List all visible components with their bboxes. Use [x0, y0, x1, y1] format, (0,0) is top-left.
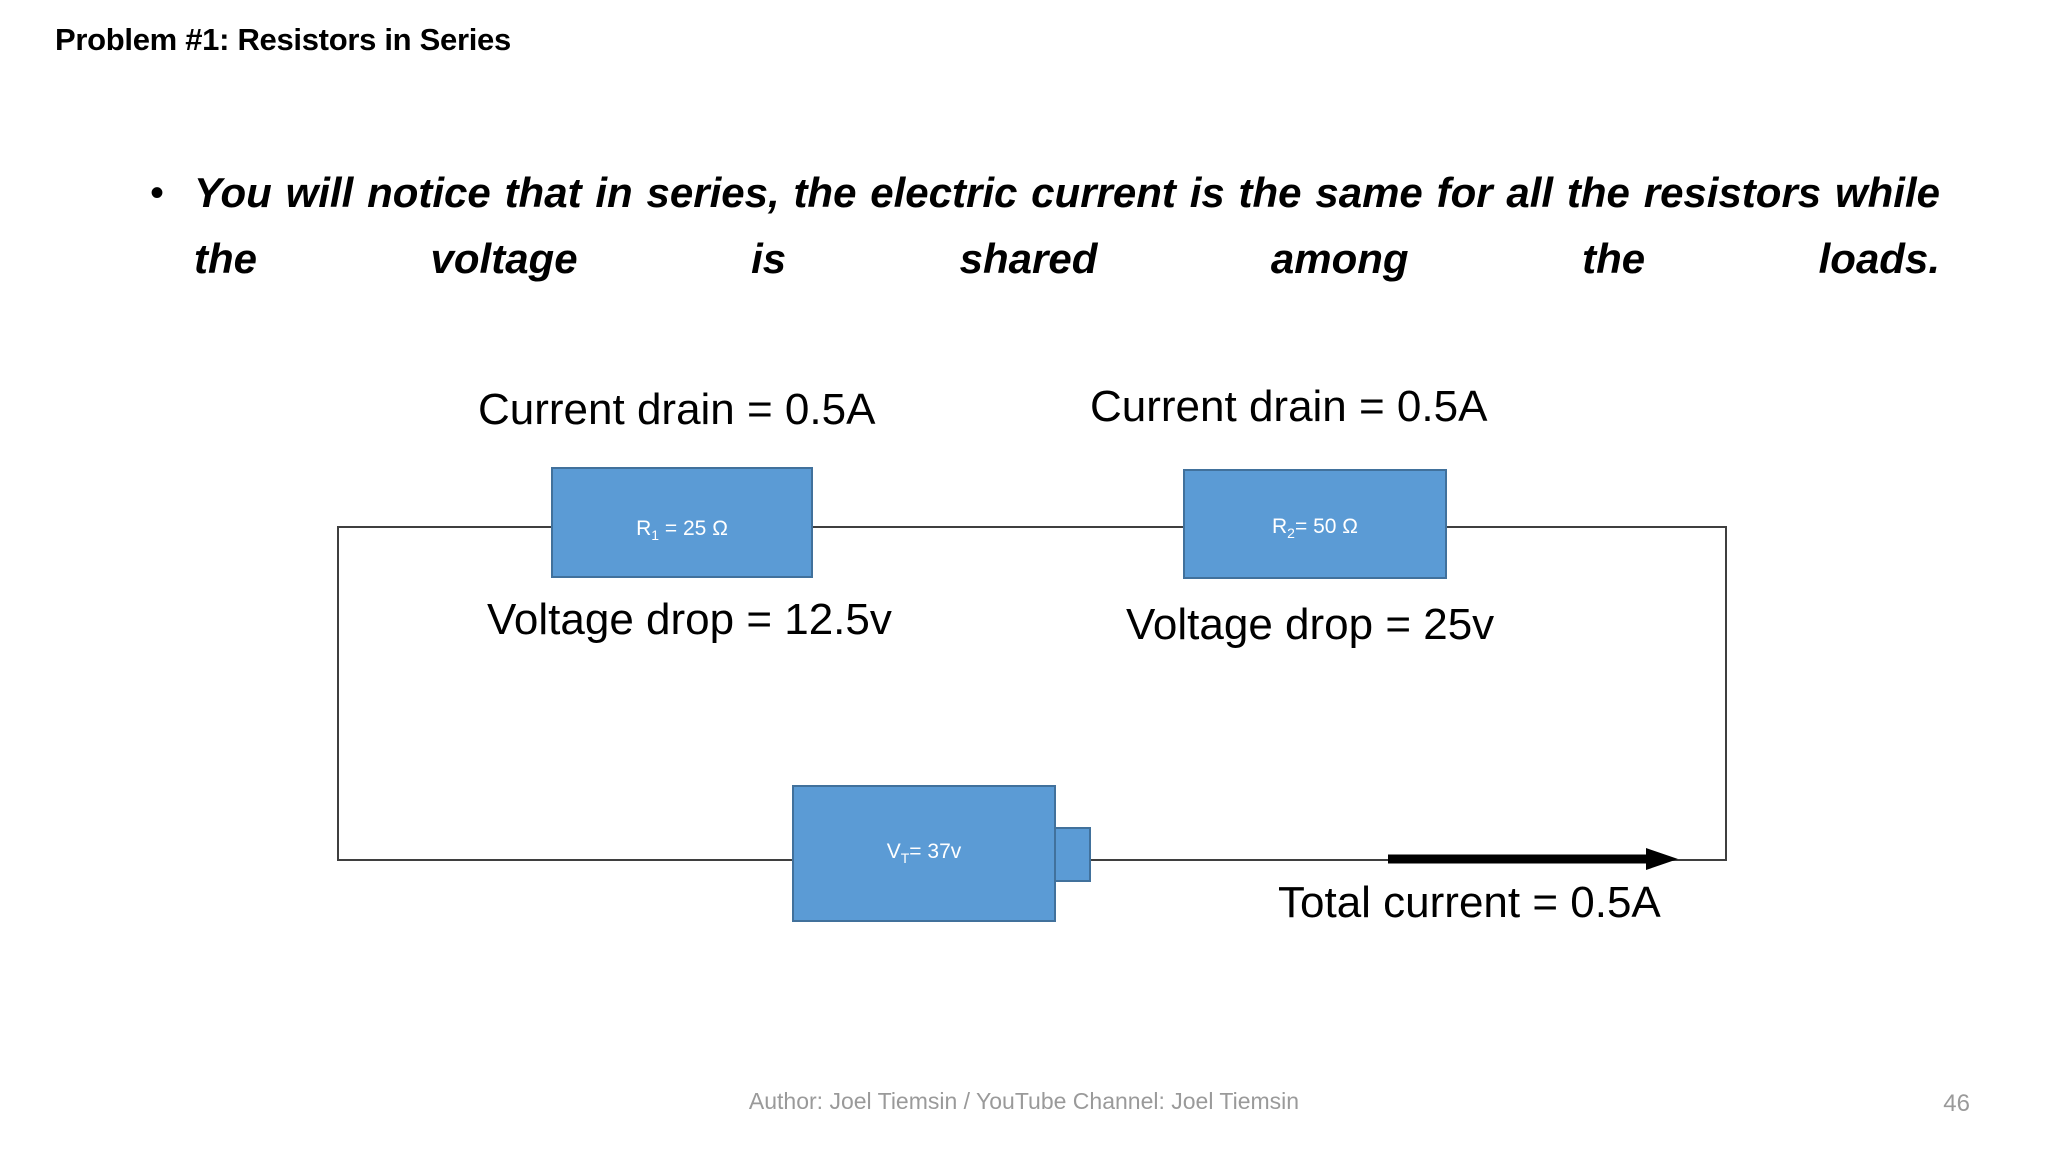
voltage-source[interactable]: VT= 37v: [792, 785, 1056, 922]
voltage-source-subscript: T: [900, 850, 910, 866]
resistor-1[interactable]: R1 = 25 Ω: [551, 467, 813, 578]
resistor-1-value: 25 Ω: [683, 517, 728, 540]
wire-left-side: [337, 526, 339, 861]
resistor-2-label: R2= 50 Ω: [1272, 514, 1358, 540]
voltage-source-value: 37v: [927, 840, 962, 863]
voltage-source-separator: =: [909, 840, 928, 863]
annotation-current-drain-r1: Current drain = 0.5A: [478, 385, 876, 434]
voltage-source-terminal: [1054, 827, 1091, 882]
current-direction-arrow: [1388, 848, 1678, 870]
bullet-text: You will notice that in series, the elec…: [194, 169, 1940, 282]
annotation-total-current: Total current = 0.5A: [1278, 878, 1661, 927]
resistor-2-value: 50 Ω: [1313, 514, 1358, 538]
annotation-voltage-drop-r2: Voltage drop = 25v: [1126, 600, 1495, 649]
wire-right-side: [1725, 526, 1727, 861]
resistor-1-subscript: 1: [651, 527, 660, 543]
page-number: 46: [1943, 1090, 1970, 1117]
wire-bottom-left: [337, 859, 794, 861]
resistor-2-subscript: 2: [1287, 524, 1295, 541]
annotation-voltage-drop-r1: Voltage drop = 12.5v: [487, 595, 892, 644]
voltage-source-symbol: V: [886, 840, 901, 863]
resistor-2[interactable]: R2= 50 Ω: [1183, 469, 1447, 579]
wire-top-left: [337, 526, 553, 528]
resistor-2-separator: =: [1294, 514, 1314, 538]
wire-top-right: [1445, 526, 1727, 528]
resistor-1-label: R1 = 25 Ω: [636, 517, 728, 542]
page-title: Problem #1: Resistors in Series: [55, 22, 511, 57]
bullet-paragraph: • You will notice that in series, the el…: [150, 160, 1940, 358]
bullet-marker-icon: •: [150, 171, 165, 215]
voltage-source-label: VT= 37v: [886, 840, 962, 865]
resistor-1-separator: =: [659, 517, 683, 540]
annotation-current-drain-r2: Current drain = 0.5A: [1090, 382, 1488, 431]
wire-top-middle: [811, 526, 1185, 528]
resistor-2-symbol: R: [1272, 514, 1288, 538]
resistor-1-symbol: R: [636, 517, 652, 540]
footer-credit: Author: Joel Tiemsin / YouTube Channel: …: [748, 1088, 1300, 1114]
